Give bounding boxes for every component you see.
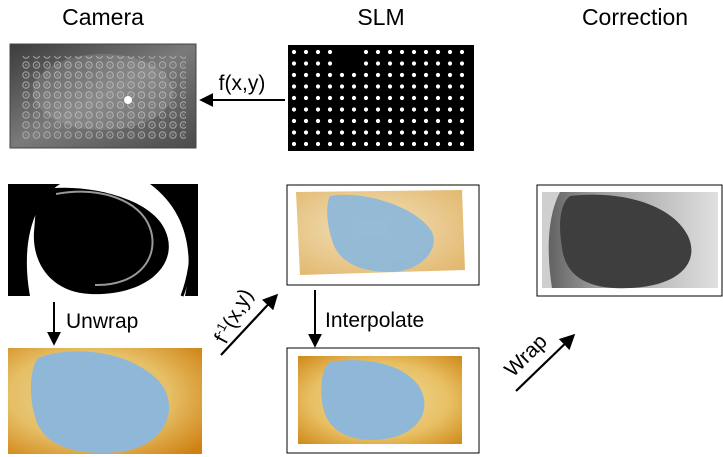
- interpolate-label: Interpolate: [325, 309, 424, 332]
- forward-map-label: f(x,y): [219, 72, 266, 95]
- interpolated-phase-image: [286, 347, 480, 454]
- slm-sampled-phase-image: [286, 184, 480, 286]
- wrap-arrow: [515, 333, 576, 392]
- slm-spot-pattern: [288, 45, 474, 151]
- correction-column-title: Correction: [582, 4, 688, 30]
- wrapped-phase-image: [8, 184, 198, 297]
- unwrapped-phase-image: [8, 348, 202, 454]
- inverse-map-label: f-1(x,y): [208, 284, 258, 347]
- slm-column-title: SLM: [357, 4, 404, 30]
- unwrap-label: Unwrap: [66, 310, 138, 333]
- camera-column-title: Camera: [62, 4, 144, 30]
- correction-phase-image: [536, 184, 723, 297]
- camera-spot-image: [9, 43, 197, 149]
- inverse-map-arrow: [220, 293, 279, 356]
- wrap-label: Wrap: [500, 330, 551, 381]
- svg-text:f-1(x,y): f-1(x,y): [208, 284, 257, 347]
- inverse-map-args: (x,y): [218, 285, 257, 332]
